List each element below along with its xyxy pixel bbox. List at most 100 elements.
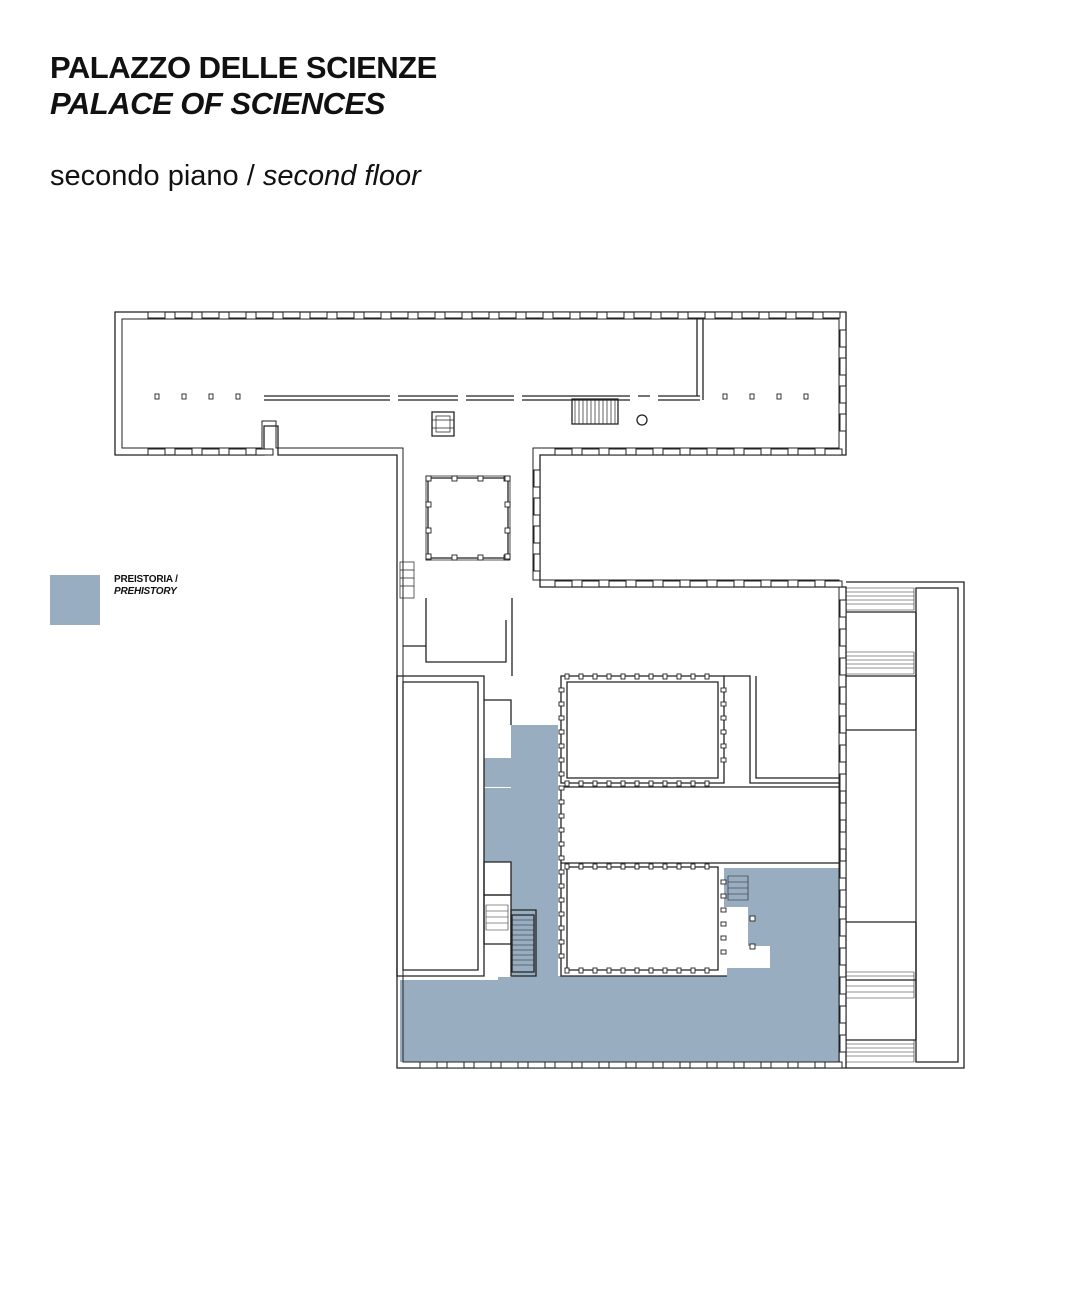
column xyxy=(564,673,570,680)
window xyxy=(471,311,490,319)
column xyxy=(578,673,584,680)
window xyxy=(608,580,627,588)
column xyxy=(720,687,727,693)
window xyxy=(768,311,787,319)
window xyxy=(687,311,706,319)
window xyxy=(608,448,627,456)
column xyxy=(749,393,755,400)
window xyxy=(581,580,600,588)
column xyxy=(690,967,696,974)
column xyxy=(720,701,727,707)
window xyxy=(689,1061,708,1069)
column xyxy=(704,673,710,680)
window xyxy=(839,715,847,734)
window xyxy=(797,580,816,588)
window xyxy=(581,1061,600,1069)
column xyxy=(662,780,668,787)
column xyxy=(634,863,640,870)
column xyxy=(558,785,565,791)
window xyxy=(839,413,847,432)
column xyxy=(690,863,696,870)
column xyxy=(558,841,565,847)
column xyxy=(558,701,565,707)
column xyxy=(558,827,565,833)
column xyxy=(592,673,598,680)
column xyxy=(477,475,484,482)
window xyxy=(533,497,541,516)
column xyxy=(606,863,612,870)
window xyxy=(770,580,789,588)
window xyxy=(533,469,541,488)
column xyxy=(720,729,727,735)
window xyxy=(147,311,166,319)
column xyxy=(578,967,584,974)
window xyxy=(608,1061,627,1069)
column xyxy=(451,475,458,482)
column xyxy=(558,883,565,889)
window xyxy=(201,311,220,319)
window xyxy=(741,311,760,319)
column xyxy=(558,897,565,903)
column xyxy=(477,554,484,561)
window xyxy=(635,1061,654,1069)
window xyxy=(554,580,573,588)
window xyxy=(689,580,708,588)
building-title-english: PALACE OF SCIENCES xyxy=(50,86,385,121)
window xyxy=(174,448,193,456)
column xyxy=(425,527,432,534)
column xyxy=(558,729,565,735)
window xyxy=(473,1061,492,1069)
column xyxy=(558,757,565,763)
floor-label-english: second floor xyxy=(262,160,421,192)
window xyxy=(839,889,847,908)
window xyxy=(419,1061,438,1069)
window xyxy=(822,311,841,319)
window xyxy=(282,311,301,319)
column xyxy=(425,553,432,560)
window xyxy=(716,580,735,588)
floor-label: secondo piano / second floor xyxy=(50,158,421,194)
window xyxy=(839,1005,847,1024)
column xyxy=(558,925,565,931)
window xyxy=(444,311,463,319)
window xyxy=(839,357,847,376)
building-title-italian: PALAZZO DELLE SCIENZE xyxy=(50,50,437,85)
column xyxy=(606,780,612,787)
window xyxy=(795,311,814,319)
column xyxy=(606,673,612,680)
window xyxy=(228,448,247,456)
column xyxy=(648,863,654,870)
column xyxy=(720,907,727,913)
window xyxy=(839,802,847,821)
column xyxy=(578,780,584,787)
column xyxy=(704,967,710,974)
floor-label-italian: secondo piano / xyxy=(50,160,255,192)
column xyxy=(648,967,654,974)
column xyxy=(558,799,565,805)
window xyxy=(797,1061,816,1069)
window xyxy=(797,448,816,456)
window xyxy=(743,580,762,588)
window xyxy=(839,628,847,647)
window xyxy=(662,448,681,456)
column xyxy=(592,780,598,787)
window xyxy=(579,311,598,319)
column xyxy=(154,393,160,400)
column xyxy=(620,863,626,870)
column xyxy=(564,863,570,870)
zone-prehistory[interactable] xyxy=(400,725,840,1062)
window xyxy=(554,448,573,456)
column xyxy=(558,911,565,917)
column xyxy=(425,501,432,508)
window xyxy=(446,1061,465,1069)
column xyxy=(558,855,565,861)
column xyxy=(803,393,809,400)
legend-label-english: PREHISTORY xyxy=(114,586,177,597)
window xyxy=(743,1061,762,1069)
window xyxy=(533,525,541,544)
column xyxy=(558,813,565,819)
legend-swatch-prehistory[interactable] xyxy=(50,575,100,625)
window xyxy=(839,976,847,995)
column xyxy=(620,780,626,787)
legend-label-prehistory: PREISTORIA / PREHISTORY xyxy=(114,574,178,598)
